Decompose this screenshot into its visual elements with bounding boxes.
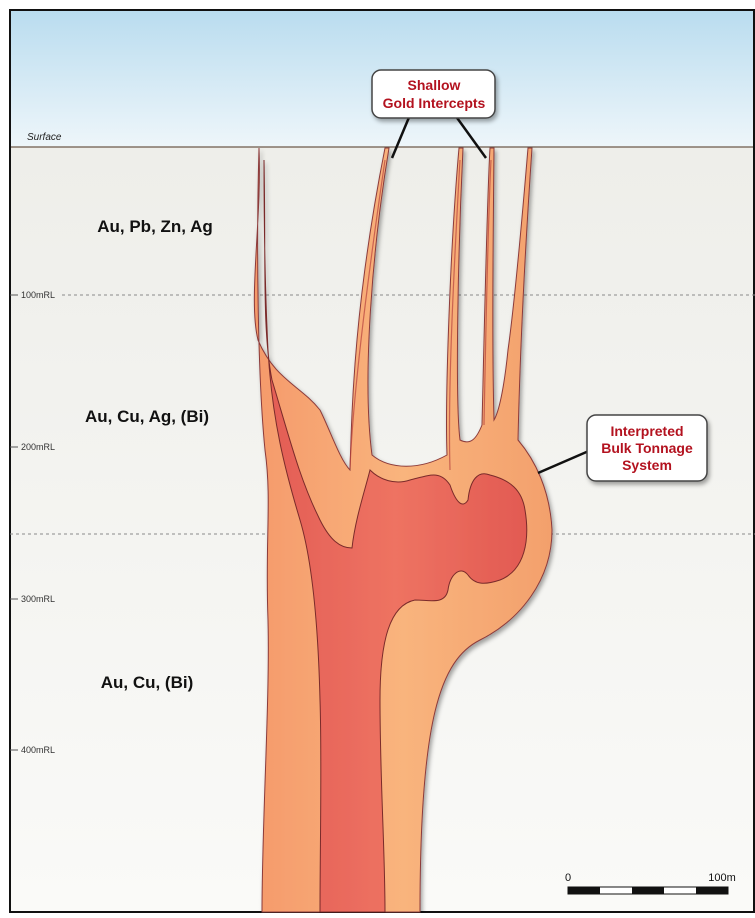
rl-label-400: 400mRL (21, 745, 55, 755)
callout-shallow-line1: Shallow (408, 77, 461, 93)
zone-label-middle: Au, Cu, Ag, (Bi) (85, 407, 209, 426)
scale-bar-seg-2 (632, 887, 664, 894)
callout-bulk-line2: Bulk Tonnage (601, 440, 693, 456)
zone-label-lower: Au, Cu, (Bi) (101, 673, 194, 692)
callout-bulk-line3: System (622, 457, 672, 473)
rl-label-200: 200mRL (21, 442, 55, 452)
callout-shallow-line2: Gold Intercepts (383, 95, 486, 111)
scale-bar-start: 0 (565, 872, 571, 884)
scale-bar-seg-1 (568, 887, 600, 894)
scale-bar-end: 100m (708, 872, 736, 884)
zone-label-upper: Au, Pb, Zn, Ag (97, 217, 213, 236)
rl-label-100: 100mRL (21, 290, 55, 300)
scale-bar-seg-3 (696, 887, 728, 894)
surface-label: Surface (27, 132, 62, 143)
callout-bulk-line1: Interpreted (610, 423, 683, 439)
rl-label-300: 300mRL (21, 594, 55, 604)
